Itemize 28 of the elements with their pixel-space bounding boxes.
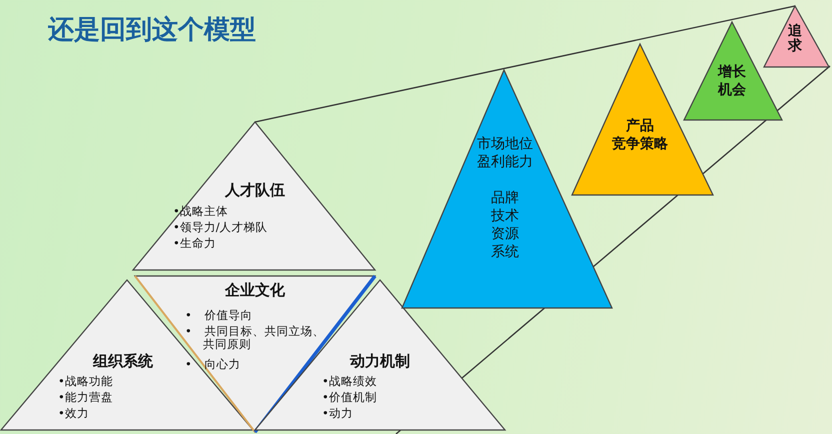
bullet-item: • 价值导向 xyxy=(185,309,254,322)
bullet-item: •领导力/人才梯队 xyxy=(173,221,268,234)
heading: 人才队伍 xyxy=(224,182,286,200)
label-text: 资源 xyxy=(490,226,520,242)
bullet-item: •战略主体 xyxy=(173,205,228,218)
label-text: 增长 xyxy=(716,64,747,80)
bullet-item: •动力 xyxy=(322,407,353,420)
bullet-item: •价值机制 xyxy=(322,391,377,404)
label-text: 品牌 xyxy=(490,190,520,206)
bullet-item: •效力 xyxy=(58,407,89,420)
label-text: 竞争策略 xyxy=(611,136,669,152)
bullet-item: • 共同目标、共同立场、共同原则 xyxy=(185,325,326,352)
heading: 动力机制 xyxy=(348,353,411,370)
label-text: 产品 xyxy=(625,118,655,134)
heading: 组织系统 xyxy=(92,353,154,370)
bullet-item: •能力营盘 xyxy=(58,391,113,404)
label-text: 市场地位 xyxy=(476,136,534,152)
title: 还是回到这个模型 xyxy=(48,14,256,47)
label-text: 盈利能力 xyxy=(476,154,534,170)
label-text: 机会 xyxy=(716,82,747,98)
bullet-item: •战略功能 xyxy=(58,375,113,388)
bullet-item: •战略绩效 xyxy=(322,375,377,388)
label-text: 系统 xyxy=(490,244,520,260)
label-text: 追求 xyxy=(788,24,802,55)
bullet-item: • 向心力 xyxy=(185,358,242,372)
heading: 企业文化 xyxy=(224,282,286,300)
bullet-item: •生命力 xyxy=(173,237,216,250)
label-text: 技术 xyxy=(490,208,520,224)
